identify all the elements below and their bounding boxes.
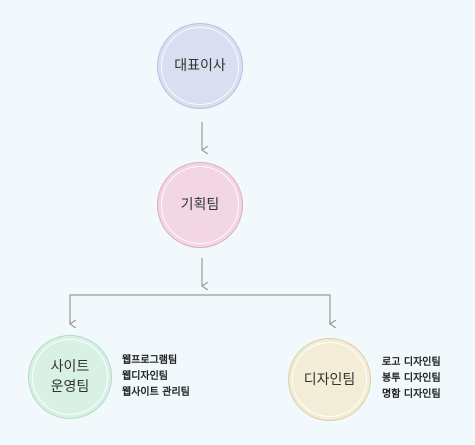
- node-site-operations-team-label: 사이트 운영팀: [50, 359, 90, 395]
- duty-item: 봉투 디자인팀: [382, 373, 441, 384]
- node-ceo-label: 대표이사: [174, 58, 226, 74]
- duty-item: 로고 디자인팀: [382, 357, 441, 368]
- node-site-operations-team: 사이트 운영팀: [28, 335, 112, 419]
- duty-item: 웹사이트 관리팀: [122, 387, 190, 398]
- duty-item: 웹디자인팀: [122, 371, 168, 382]
- node-design-team-label: 디자인팀: [303, 371, 356, 388]
- node-ceo: 대표이사: [157, 23, 243, 109]
- duty-item: 명함 디자인팀: [382, 389, 441, 400]
- site-operations-duties: 웹프로그램팀 웹디자인팀 웹사이트 관리팀: [122, 353, 190, 401]
- node-design-team: 디자인팀: [288, 338, 371, 421]
- design-team-duties: 로고 디자인팀 봉투 디자인팀 명함 디자인팀: [382, 355, 441, 403]
- duty-item: 웹프로그램팀: [122, 355, 178, 366]
- node-planning-team-label: 기획팀: [180, 197, 220, 213]
- node-planning-team: 기획팀: [157, 162, 243, 248]
- connector-branch: [69, 294, 331, 323]
